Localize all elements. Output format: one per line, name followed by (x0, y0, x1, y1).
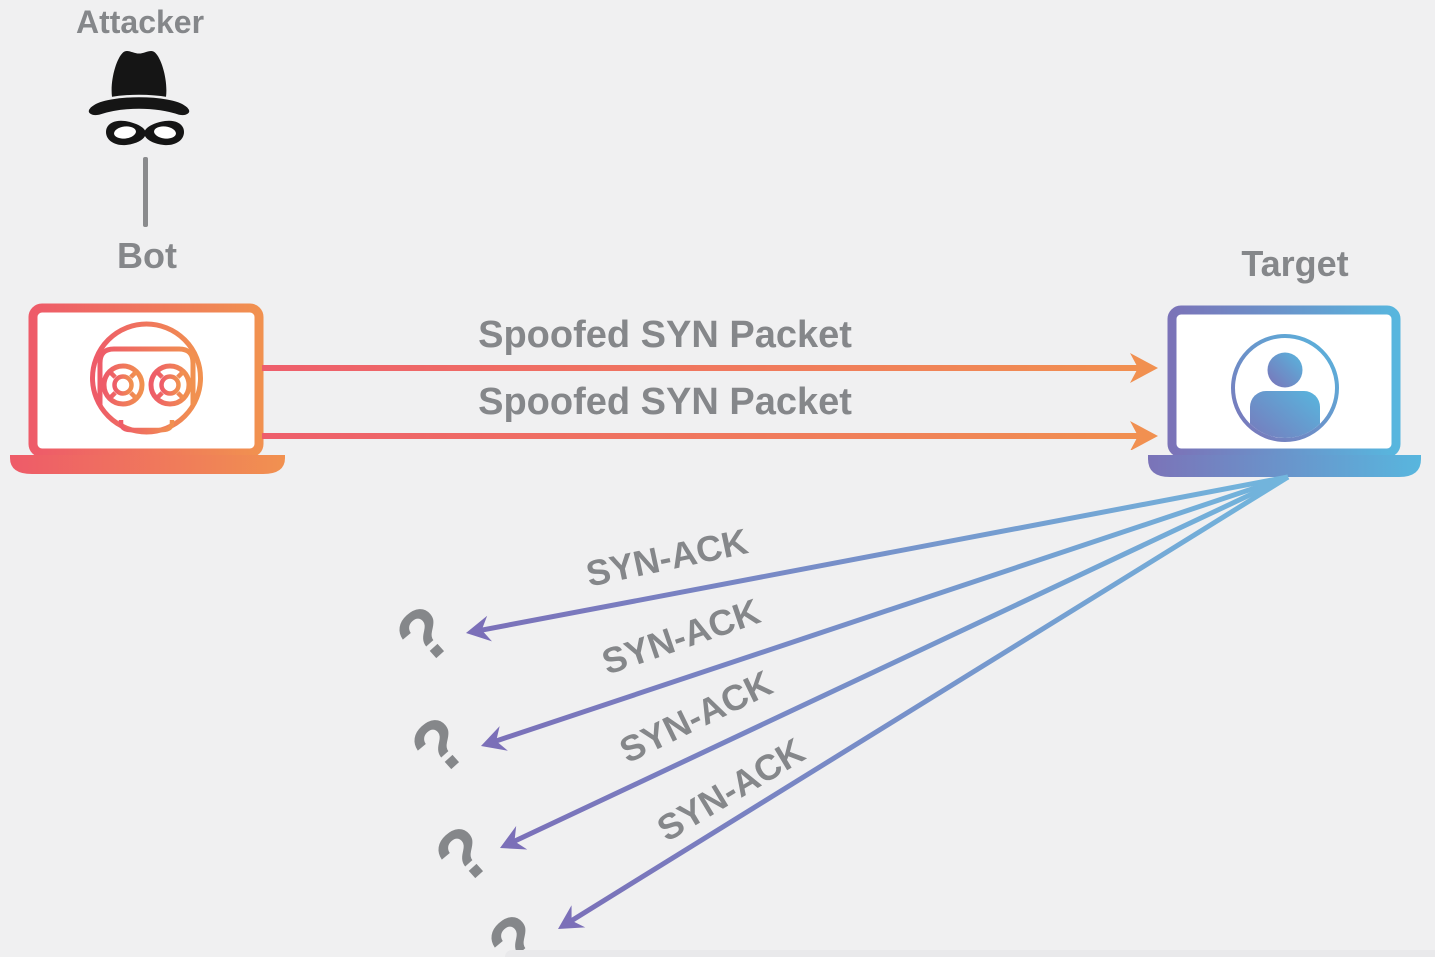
syn-ack-arrow-3 (500, 474, 1290, 850)
syn-packet-arrow-1 (262, 353, 1158, 383)
user-icon (1231, 334, 1339, 442)
syn-packet-label-1: Spoofed SYN Packet (478, 314, 852, 356)
robot-eye-right (148, 363, 192, 407)
robot-face-icon (90, 321, 203, 435)
syn-ack-arrow-2 (481, 474, 1289, 751)
robot-eye-left (101, 363, 145, 407)
attacker-label: Attacker (75, 4, 205, 40)
syn-packet-arrow-2 (262, 421, 1158, 450)
bot-laptop-screen (28, 303, 264, 458)
bottom-panel-edge (505, 950, 1435, 957)
target-label: Target (1241, 243, 1349, 284)
spy-hat-mask-icon (86, 50, 192, 146)
syn-ack-arrows (466, 474, 1290, 929)
bot-laptop-icon (10, 303, 285, 474)
syn-packet-arrows (262, 353, 1158, 450)
syn-ack-arrow-1 (466, 474, 1289, 642)
bot-laptop-base (10, 455, 285, 474)
bot-label: Bot (117, 235, 177, 276)
target-laptop-icon (1148, 305, 1421, 477)
syn-ack-arrow-4 (558, 474, 1290, 929)
syn-packet-label-2: Spoofed SYN Packet (478, 381, 852, 423)
target-laptop-base (1148, 455, 1421, 477)
attacker-bot-connector (143, 157, 148, 227)
